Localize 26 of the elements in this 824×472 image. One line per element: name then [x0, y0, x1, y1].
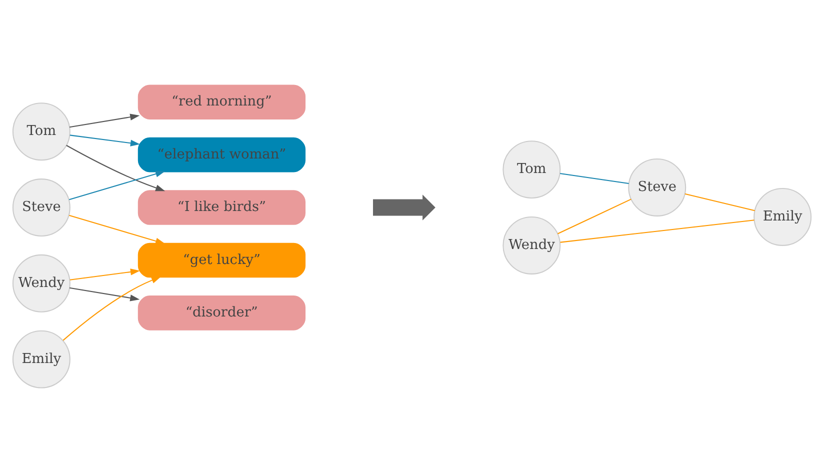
node-circle: Emily: [12, 330, 70, 388]
connector: [684, 192, 755, 211]
node-circle: Steve: [628, 158, 686, 216]
node-arrow: [373, 194, 436, 220]
arrow: [69, 286, 140, 301]
node-circle: Wendy: [502, 216, 561, 274]
node-box: “disorder”: [138, 295, 306, 330]
node-circle: Steve: [12, 178, 70, 236]
node-box: “get lucky”: [138, 242, 306, 278]
connector: [560, 219, 754, 242]
connector: [560, 172, 629, 184]
node-circle: Emily: [754, 188, 812, 246]
node-box: “red morning”: [138, 84, 306, 119]
node-circle: Wendy: [12, 254, 70, 312]
arrow: [69, 170, 166, 200]
node-circle: Tom: [502, 140, 561, 198]
node-circle: Tom: [12, 102, 70, 160]
arrow: [69, 113, 140, 128]
arrow: [66, 144, 166, 191]
arrow: [70, 268, 140, 280]
arrow: [62, 276, 162, 340]
connector: [557, 198, 632, 234]
arrow: [70, 134, 140, 146]
node-box: “elephant woman”: [138, 136, 306, 172]
node-box: “I like birds”: [138, 190, 306, 224]
arrow: [69, 214, 166, 244]
